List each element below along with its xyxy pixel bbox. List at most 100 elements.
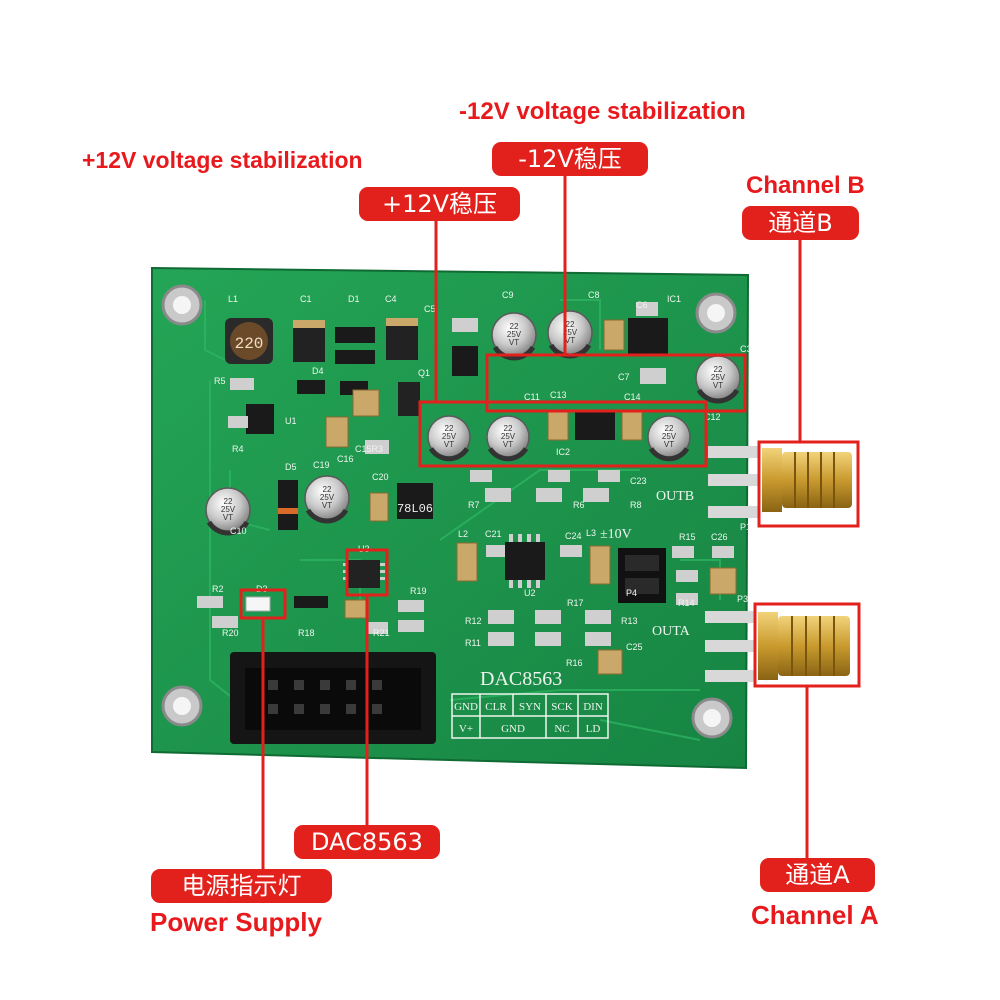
capacitor-marking: 25V <box>711 373 726 382</box>
capacitor-marking: 25V <box>221 505 236 514</box>
dac-chip-label: DAC8563 <box>294 825 440 859</box>
power-label-en: Power Supply <box>150 907 322 937</box>
ref-designator-c14: C14 <box>624 392 641 402</box>
channel-a-label-en: Channel A <box>751 900 879 930</box>
ref-designator-l1: L1 <box>228 294 238 304</box>
pin-label: GND <box>501 723 525 735</box>
pin-label: SCK <box>551 701 572 713</box>
power-led <box>245 596 271 612</box>
smd-components <box>197 302 737 675</box>
ref-designator-r15: R15 <box>679 532 696 542</box>
ref-designator-r7: R7 <box>468 500 480 510</box>
power-label-cn: 电源指示灯 <box>151 869 332 903</box>
capacitor-marking: 22 <box>504 424 513 433</box>
ref-designator-r14: R14 <box>678 598 695 608</box>
ref-designator-c10: C10 <box>230 526 247 536</box>
channel-a-label-cn: 通道A <box>760 858 875 892</box>
outa-label: OUTA <box>652 624 691 639</box>
ref-designator-r5: R5 <box>214 376 226 386</box>
capacitor-marking: 22 <box>445 424 454 433</box>
ref-designator-c20: C20 <box>372 472 389 482</box>
capacitor-marking: 25V <box>563 328 578 337</box>
capacitor-marking: 25V <box>662 432 677 441</box>
inductor-marking: 220 <box>235 335 264 353</box>
capacitor-marking: VT <box>322 501 332 510</box>
capacitor-marking: 22 <box>665 424 674 433</box>
ref-designator-p4: P4 <box>626 588 637 598</box>
capacitor-marking: VT <box>444 440 454 449</box>
header-pin <box>372 704 382 714</box>
capacitor-marking: VT <box>509 338 519 347</box>
ref-designator-p1: P1 <box>740 522 751 532</box>
capacitor-marking: 25V <box>507 330 522 339</box>
header-pin <box>372 680 382 690</box>
range-jumper <box>618 548 666 603</box>
dac8563-chip <box>343 560 385 588</box>
ref-designator-r17: R17 <box>567 598 584 608</box>
ref-designator-c15r3: C15R3 <box>355 444 383 454</box>
capacitor-marking: 25V <box>320 493 335 502</box>
regulator-marking: 78L06 <box>397 502 433 516</box>
header-pin <box>294 680 304 690</box>
mounting-holes <box>161 284 737 739</box>
header-pin <box>346 704 356 714</box>
ref-designator-d1: D1 <box>348 294 360 304</box>
ref-designator-u2: U2 <box>524 588 536 598</box>
range-label: ±10V <box>600 527 632 542</box>
capacitor-marking: 22 <box>323 485 332 494</box>
ref-designator-l2: L2 <box>458 529 468 539</box>
idc-header <box>230 652 436 744</box>
pin-table: GND CLR SYN SCK DIN V+ GND NC LD <box>451 693 609 739</box>
highlight-boxes <box>239 353 861 688</box>
outb-label: OUTB <box>656 489 694 504</box>
ref-designator-ic2: IC2 <box>556 447 570 457</box>
ref-designator-r12: R12 <box>465 616 482 626</box>
channel-b-label-cn: 通道B <box>742 206 859 240</box>
ref-designator-c1: C1 <box>300 294 312 304</box>
ref-designator-ic1: IC1 <box>667 294 681 304</box>
header-pin <box>268 680 278 690</box>
ref-designator-c4: C4 <box>385 294 397 304</box>
capacitor-marking: VT <box>223 513 233 522</box>
ref-designator-r16: R16 <box>566 658 583 668</box>
pin-label: LD <box>586 723 601 735</box>
ref-designator-r19: R19 <box>410 586 427 596</box>
ref-designator-c11: C11 <box>524 392 540 402</box>
capacitor-marking: 22 <box>224 497 233 506</box>
ref-designator-c9: C9 <box>502 290 514 300</box>
pin-label: GND <box>454 701 478 713</box>
capacitor-marking: 22 <box>566 320 575 329</box>
ref-designator-c24: C24 <box>565 531 582 541</box>
pin-label: NC <box>554 723 569 735</box>
ref-designator-l3: L3 <box>586 528 596 538</box>
electrolytic-caps: 2225VVT2225VVT2225VVT2225VVT2225VVT2225V… <box>205 310 741 536</box>
leader-lines <box>261 172 809 870</box>
ref-designator-c7: C7 <box>618 372 630 382</box>
capacitor-marking: VT <box>565 336 575 345</box>
ref-designator-c5: C5 <box>424 304 436 314</box>
ref-designator-u1: U1 <box>285 416 297 426</box>
ref-designator-c8: C8 <box>588 290 600 300</box>
capacitor-marking: 25V <box>442 432 457 441</box>
header-pin <box>320 704 330 714</box>
ref-designator-c6: C6 <box>636 300 648 310</box>
header-pin <box>320 680 330 690</box>
ref-designator-c16: C16 <box>337 454 354 464</box>
ref-designator-c23: C23 <box>630 476 647 486</box>
ref-designator-c3: C3 <box>740 344 752 354</box>
capacitor-marking: VT <box>713 381 723 390</box>
plus12-label-cn: +12V稳压 <box>359 187 520 221</box>
ref-designator-c12: C12 <box>704 412 721 422</box>
ref-designator-r6: R6 <box>573 500 585 510</box>
capacitor-marking: 25V <box>501 432 516 441</box>
ref-designator-q1: Q1 <box>418 368 430 378</box>
pin-label: SYN <box>519 701 541 713</box>
ref-designator-d4: D4 <box>312 366 324 376</box>
ref-designator-r2: R2 <box>212 584 224 594</box>
ref-designator-c19: C19 <box>313 460 330 470</box>
sma-connector-b <box>708 446 852 518</box>
ref-designator-p3: P3 <box>737 594 748 604</box>
